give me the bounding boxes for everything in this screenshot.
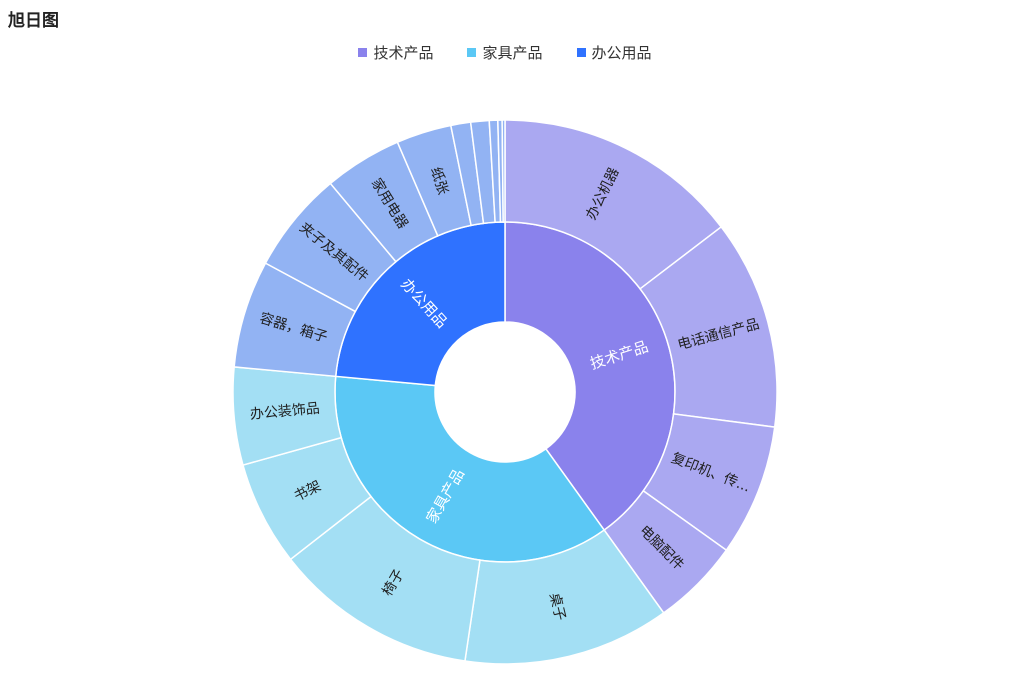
- legend-label-furniture: 家具产品: [482, 44, 543, 62]
- sunburst-subcategory-label-1-3: 办公装饰品: [249, 401, 320, 423]
- chart-title: 旭日图: [8, 11, 59, 31]
- legend-label-tech: 技术产品: [373, 44, 434, 62]
- sunburst-subcategory-label-1-0: 桌子: [546, 591, 568, 622]
- chart-legend: 技术产品 家具产品 办公用品: [0, 42, 1010, 63]
- legend-swatch-tech: [358, 48, 368, 57]
- legend-item-furniture[interactable]: 家具产品: [467, 42, 543, 63]
- sunburst-subcategory-2-8[interactable]: [501, 119, 506, 223]
- legend-swatch-furniture: [467, 48, 477, 57]
- legend-label-office: 办公用品: [591, 44, 652, 62]
- legend-item-tech[interactable]: 技术产品: [358, 42, 433, 63]
- sunburst-subcategory-label-2-3: 纸张: [427, 165, 451, 197]
- sunburst-center-hole: [435, 322, 575, 462]
- legend-swatch-office: [576, 48, 586, 57]
- legend-item-office[interactable]: 办公用品: [576, 42, 652, 63]
